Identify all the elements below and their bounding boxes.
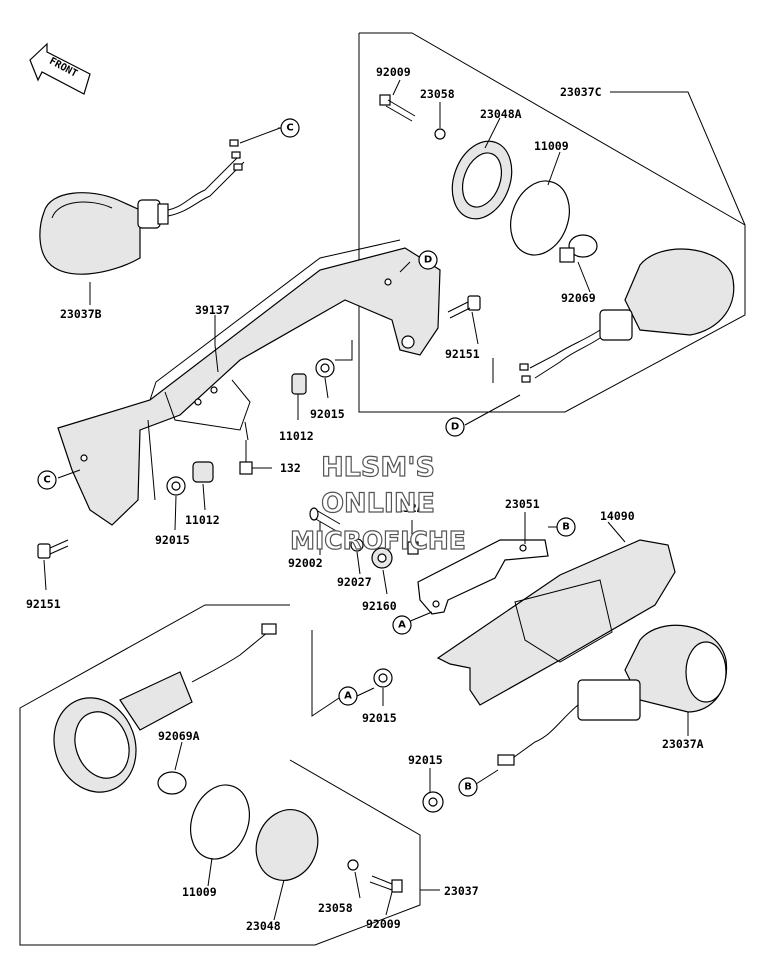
label-92151-left: 92151 bbox=[26, 597, 61, 611]
label-11009-low: 11009 bbox=[182, 885, 217, 899]
ref-circle-D-right: D bbox=[445, 417, 465, 437]
ref-circle-D-top: D bbox=[418, 250, 438, 270]
label-92009-top: 92009 bbox=[376, 65, 411, 79]
label-92069: 92069 bbox=[561, 291, 596, 305]
ref-circle-B-top: B bbox=[556, 517, 576, 537]
ref-letter: D bbox=[451, 422, 459, 433]
nut-92015-low bbox=[166, 476, 186, 496]
label-23037C: 23037C bbox=[560, 85, 602, 99]
nut-92015-A bbox=[373, 668, 393, 688]
bolt-92151-left bbox=[37, 539, 69, 559]
label-23048A: 23048A bbox=[480, 107, 522, 121]
label-23037: 23037 bbox=[444, 884, 479, 898]
ref-letter: B bbox=[464, 782, 472, 793]
bracket-39137 bbox=[57, 239, 441, 526]
ref-circle-C-top: C bbox=[280, 118, 300, 138]
ref-circle-A-mid: A bbox=[392, 615, 412, 635]
cover-14090 bbox=[436, 539, 676, 706]
label-92151-right: 92151 bbox=[445, 347, 480, 361]
turn-signal-23037B bbox=[39, 127, 281, 275]
label-11009-top: 11009 bbox=[534, 139, 569, 153]
bolt-92002 bbox=[309, 507, 341, 533]
ref-letter: A bbox=[344, 691, 352, 702]
label-92009-low: 92009 bbox=[366, 917, 401, 931]
label-92069A: 92069A bbox=[158, 729, 200, 743]
ref-letter: C bbox=[286, 123, 293, 134]
grommet-92160 bbox=[371, 547, 393, 569]
bracket-23051 bbox=[417, 539, 549, 615]
turn-signal-23037A bbox=[497, 624, 728, 766]
bolt-92009-low bbox=[369, 875, 403, 893]
label-23037B: 23037B bbox=[60, 307, 102, 321]
label-11012-mid: 11012 bbox=[279, 429, 314, 443]
watermark-line1: HLSM'S bbox=[321, 452, 435, 483]
collar-11012-low bbox=[192, 461, 214, 483]
nut-92015-mid bbox=[315, 358, 335, 378]
watermark-line2: ONLINE bbox=[321, 488, 435, 519]
label-92015-mid: 92015 bbox=[310, 407, 345, 421]
nut-92027 bbox=[350, 538, 364, 552]
ref-letter: D bbox=[424, 255, 432, 266]
lower-left-group-outline bbox=[19, 604, 421, 946]
label-23058-low: 23058 bbox=[318, 901, 353, 915]
bolt-92009-top bbox=[379, 94, 416, 122]
watermark: HLSM'S ONLINE MICROFICHE bbox=[290, 451, 467, 555]
ref-circle-B-low: B bbox=[458, 777, 478, 797]
ref-circle-A-low: A bbox=[338, 686, 358, 706]
ref-letter: A bbox=[398, 620, 406, 631]
label-92027: 92027 bbox=[337, 575, 372, 589]
label-132: 132 bbox=[280, 461, 301, 475]
bolt-132 bbox=[239, 440, 253, 475]
label-11012-low: 11012 bbox=[185, 513, 220, 527]
nut-92015-B bbox=[422, 791, 444, 813]
collar-11012-mid bbox=[291, 373, 307, 395]
washer-23058-top bbox=[434, 128, 446, 140]
turn-signal-23037 bbox=[53, 623, 359, 881]
ref-letter: B bbox=[562, 522, 570, 533]
label-14090: 14090 bbox=[600, 509, 635, 523]
part-labels: 92009 23058 23048A 23037C 11009 92069 23… bbox=[26, 65, 704, 933]
bolt-132A bbox=[407, 541, 419, 555]
turn-signal-23037C bbox=[451, 140, 735, 383]
label-23048: 23048 bbox=[246, 919, 281, 933]
label-23058-top: 23058 bbox=[420, 87, 455, 101]
label-132A: 132A bbox=[396, 501, 424, 515]
label-39137: 39137 bbox=[195, 303, 230, 317]
label-23037A: 23037A bbox=[662, 737, 704, 751]
label-92015-B: 92015 bbox=[408, 753, 443, 767]
front-arrow: FRONT bbox=[29, 42, 91, 95]
upper-right-group-outline bbox=[358, 32, 746, 413]
bolt-92151-right bbox=[447, 295, 481, 319]
label-92002: 92002 bbox=[288, 556, 323, 570]
label-23051: 23051 bbox=[505, 497, 540, 511]
label-92015-A: 92015 bbox=[362, 711, 397, 725]
watermark-line3: MICROFICHE bbox=[290, 526, 466, 555]
ref-letter: C bbox=[43, 475, 50, 486]
label-92015-low: 92015 bbox=[155, 533, 190, 547]
label-92160: 92160 bbox=[362, 599, 397, 613]
ref-circle-C-left: C bbox=[37, 470, 57, 490]
